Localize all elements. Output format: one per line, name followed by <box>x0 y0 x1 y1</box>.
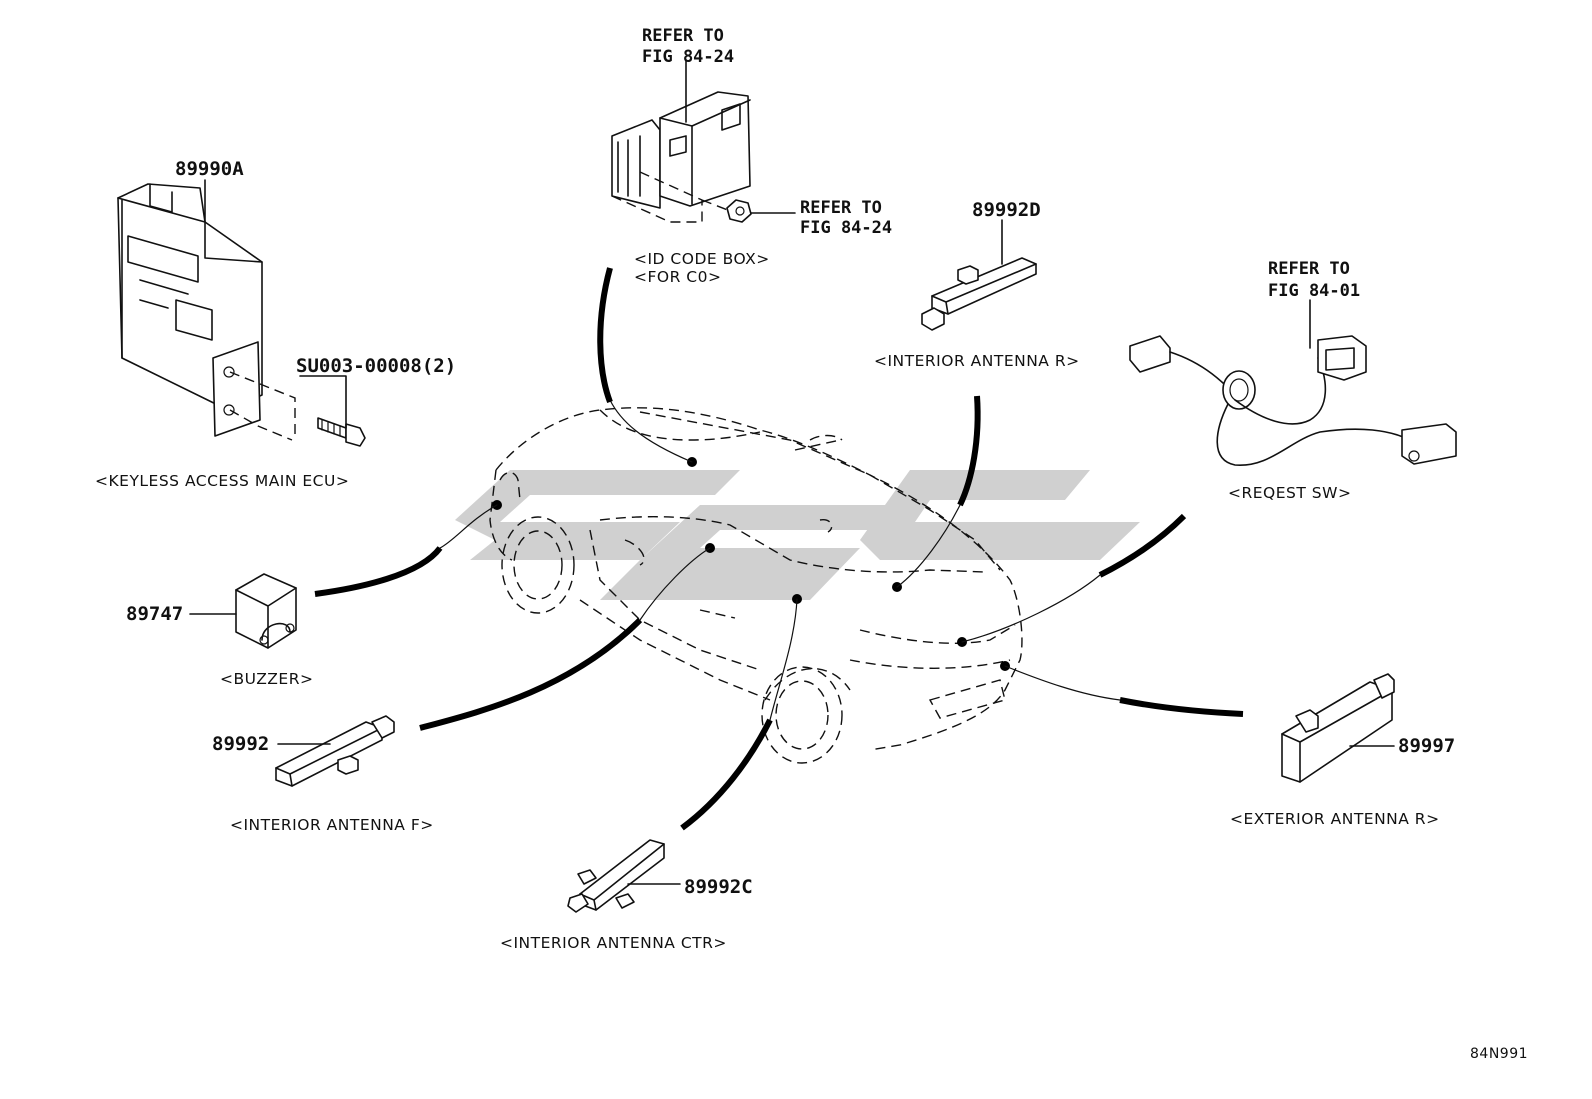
vehicle-outline <box>489 407 1023 764</box>
antenna-r-part-number: 89992D <box>972 199 1041 221</box>
watermark-logo <box>455 470 1140 600</box>
figure-code: 84N991 <box>1470 1046 1528 1062</box>
bolt-part-number: SU003-00008(2) <box>296 355 456 377</box>
ecu-caption: <KEYLESS ACCESS MAIN ECU> <box>95 472 349 490</box>
request-switch-illustration <box>1129 299 1457 466</box>
ext-antenna-part-number: 89997 <box>1398 735 1455 757</box>
interior-antenna-ctr-illustration <box>567 839 681 913</box>
ext-antenna-caption: <EXTERIOR ANTENNA R> <box>1230 810 1440 828</box>
antenna-f-caption: <INTERIOR ANTENNA F> <box>230 816 434 834</box>
interior-antenna-r-illustration <box>921 219 1037 331</box>
req-sw-refer-line2[interactable]: FIG 84-01 <box>1268 281 1360 301</box>
keyless-ecu-illustration <box>117 179 263 437</box>
buzzer-caption: <BUZZER> <box>220 670 313 688</box>
buzzer-illustration <box>189 573 297 649</box>
id-box-refer-line2[interactable]: FIG 84-24 <box>642 47 734 67</box>
ecu-bracket-dashes <box>229 371 296 441</box>
id-box-caption: <ID CODE BOX> <box>634 250 770 268</box>
id-code-box-illustration <box>611 59 751 223</box>
id-box-caption-for: <FOR C0> <box>634 268 721 286</box>
interior-antenna-f-illustration <box>275 715 395 787</box>
bolt-icon <box>299 375 366 447</box>
nut-refer-line1[interactable]: REFER TO <box>800 198 882 218</box>
thin-leaders <box>439 399 1121 721</box>
antenna-f-part-number: 89992 <box>212 733 269 755</box>
antenna-r-caption: <INTERIOR ANTENNA R> <box>874 352 1080 370</box>
ecu-part-number: 89990A <box>175 158 244 180</box>
thick-leaders <box>314 267 1244 831</box>
nut-icon <box>726 199 796 223</box>
antenna-ctr-caption: <INTERIOR ANTENNA CTR> <box>500 934 727 952</box>
req-sw-caption: <REQEST SW> <box>1228 484 1351 502</box>
id-box-refer-line1[interactable]: REFER TO <box>642 26 724 46</box>
exterior-antenna-r-illustration <box>1281 673 1395 783</box>
antenna-ctr-part-number: 89992C <box>684 876 753 898</box>
req-sw-refer-line1[interactable]: REFER TO <box>1268 259 1350 279</box>
buzzer-part-number: 89747 <box>126 603 183 625</box>
nut-refer-line2[interactable]: FIG 84-24 <box>800 218 892 238</box>
